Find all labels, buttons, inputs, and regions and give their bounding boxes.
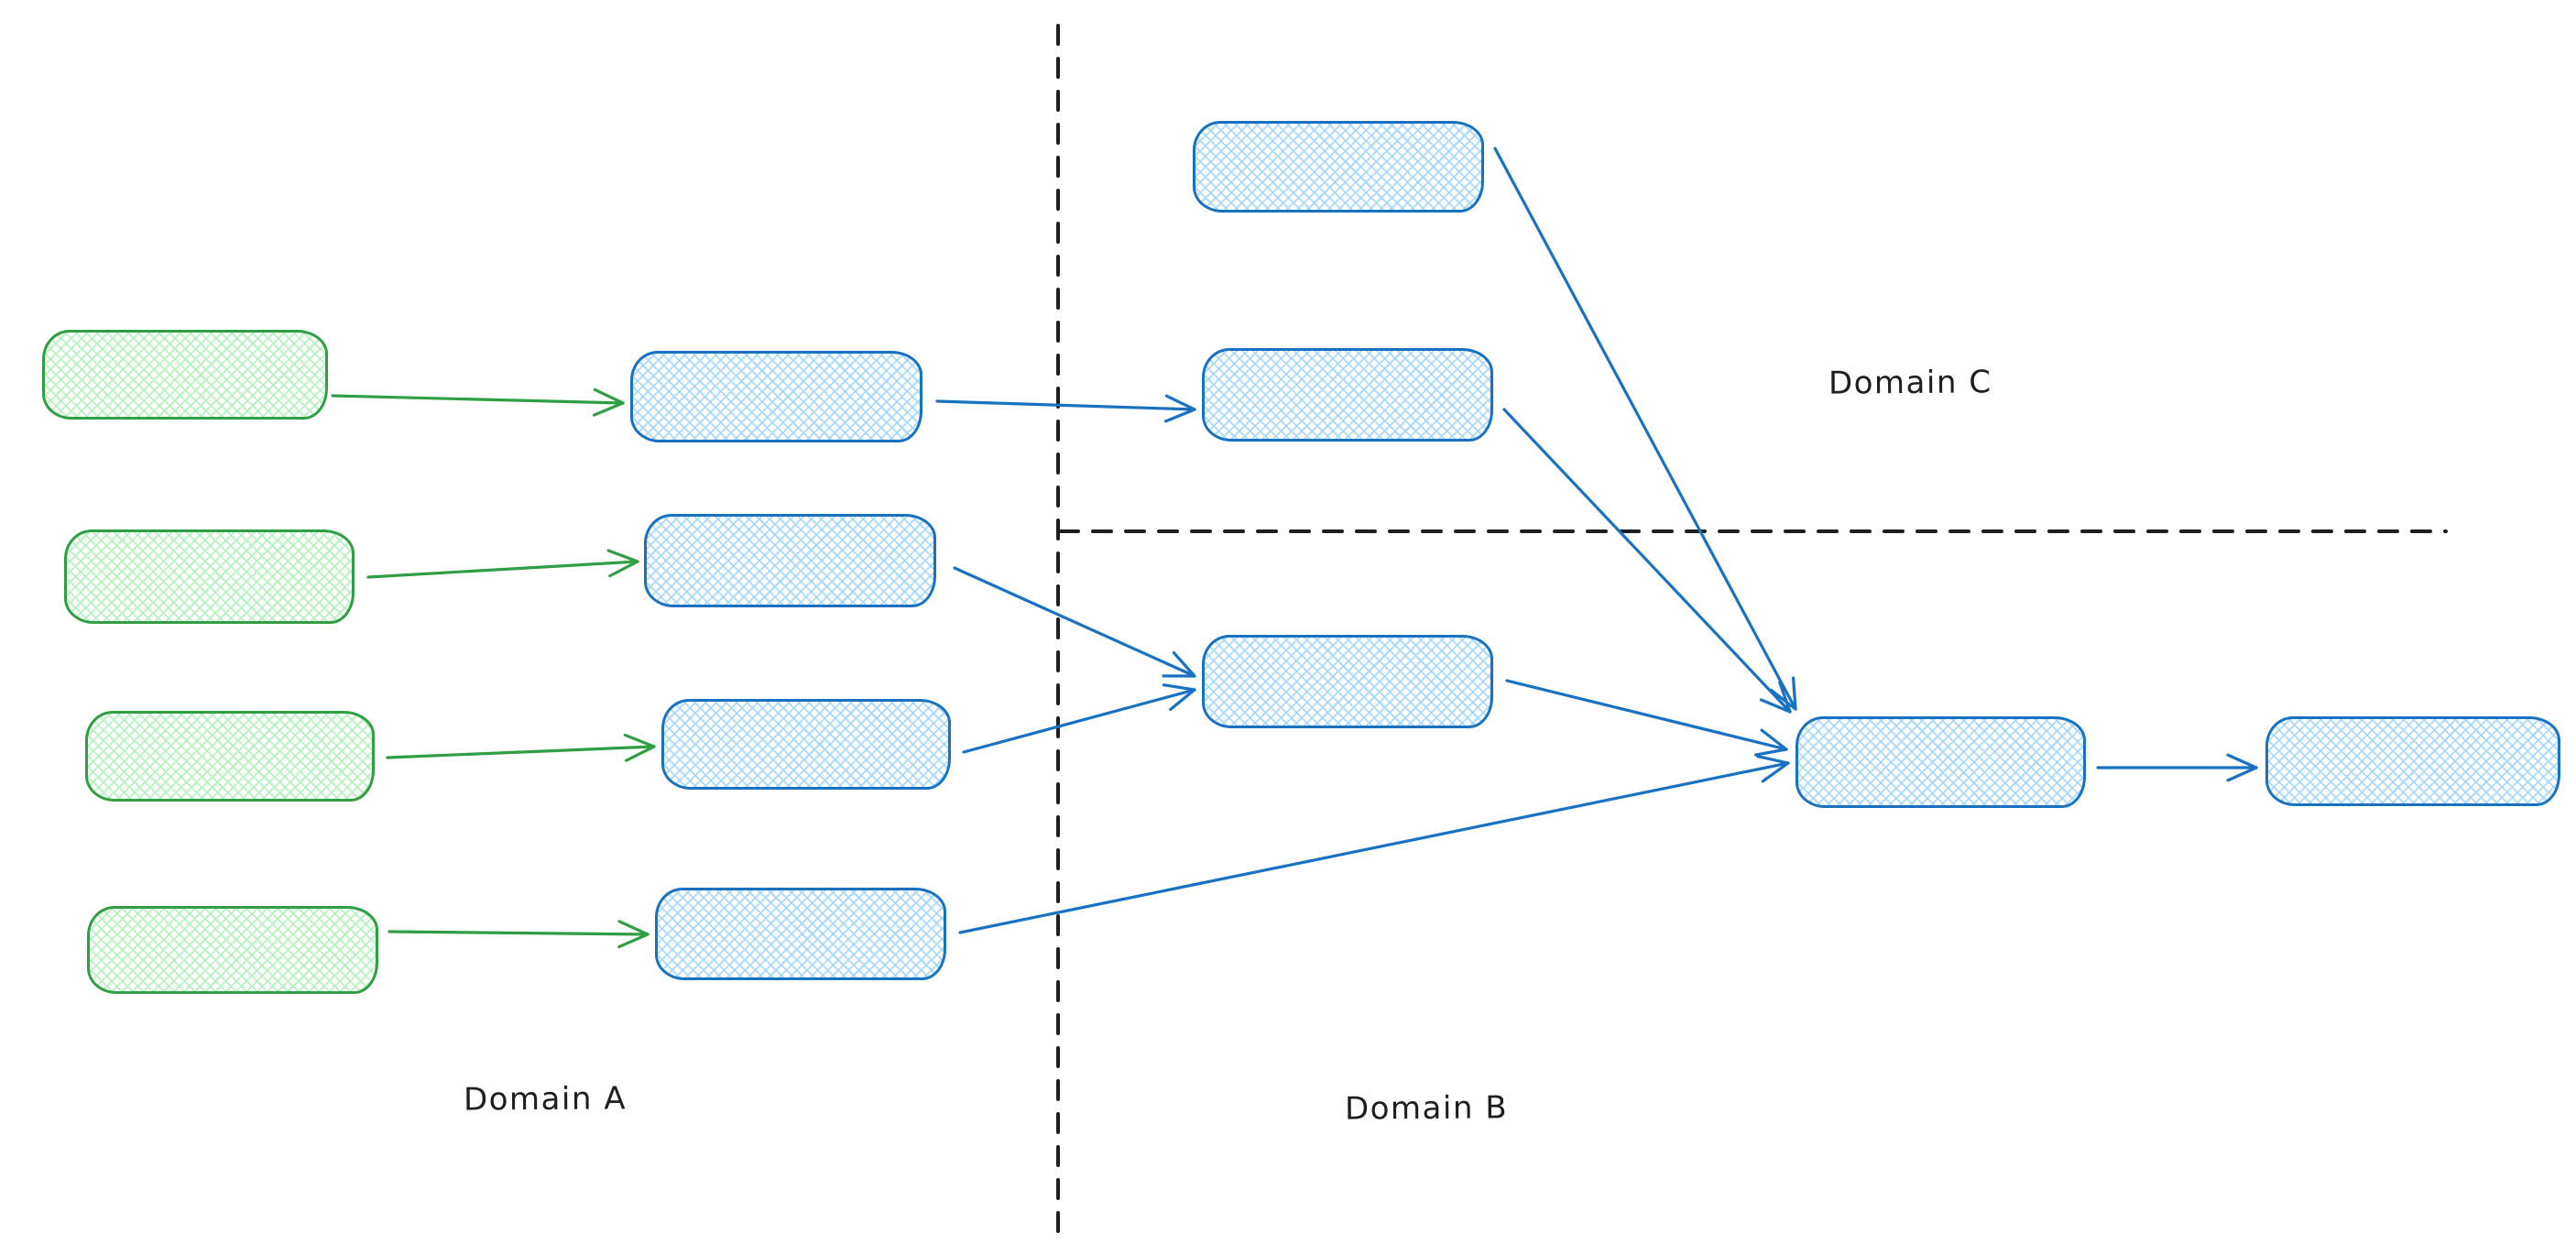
domain-b-label[interactable]: Domain B	[1344, 1089, 1509, 1128]
node-process-a4[interactable]	[655, 888, 946, 980]
node-source-a2[interactable]	[64, 529, 355, 624]
arrow-process-b2-to-aggregator[interactable]	[1505, 679, 1788, 757]
node-process-b1[interactable]	[1202, 348, 1493, 442]
arrow-process-a2-to-process-b2[interactable]	[953, 566, 1196, 678]
arrow-source-a3-to-process-a3[interactable]	[386, 733, 656, 762]
arrow-process-a3-to-process-b2[interactable]	[962, 683, 1196, 754]
arrow-aggregator-to-output[interactable]	[2096, 753, 2258, 782]
arrow-process-a1-to-process-b1[interactable]	[935, 394, 1196, 423]
node-source-a4[interactable]	[87, 906, 378, 994]
node-aggregator[interactable]	[1796, 716, 2086, 808]
node-source-a1[interactable]	[42, 330, 328, 420]
arrow-source-a1-to-process-a1[interactable]	[331, 387, 625, 417]
arrow-source-a2-to-process-a2[interactable]	[366, 549, 639, 579]
node-process-a2[interactable]	[644, 514, 936, 607]
node-process-a1[interactable]	[630, 351, 922, 442]
node-process-b2[interactable]	[1202, 635, 1493, 728]
node-domain-c-input[interactable]	[1193, 121, 1484, 213]
node-source-a3[interactable]	[85, 711, 375, 802]
arrow-process-a4-to-aggregator[interactable]	[958, 755, 1790, 934]
domain-c-label[interactable]: Domain C	[1828, 364, 1992, 402]
arrow-source-a4-to-process-a4[interactable]	[387, 920, 649, 949]
arrow-domain-c-input-to-aggregator[interactable]	[1493, 147, 1797, 711]
node-process-a3[interactable]	[661, 699, 951, 790]
domain-a-label[interactable]: Domain A	[463, 1080, 628, 1119]
arrow-process-b1-to-aggregator[interactable]	[1502, 408, 1792, 714]
node-output[interactable]	[2265, 716, 2560, 806]
